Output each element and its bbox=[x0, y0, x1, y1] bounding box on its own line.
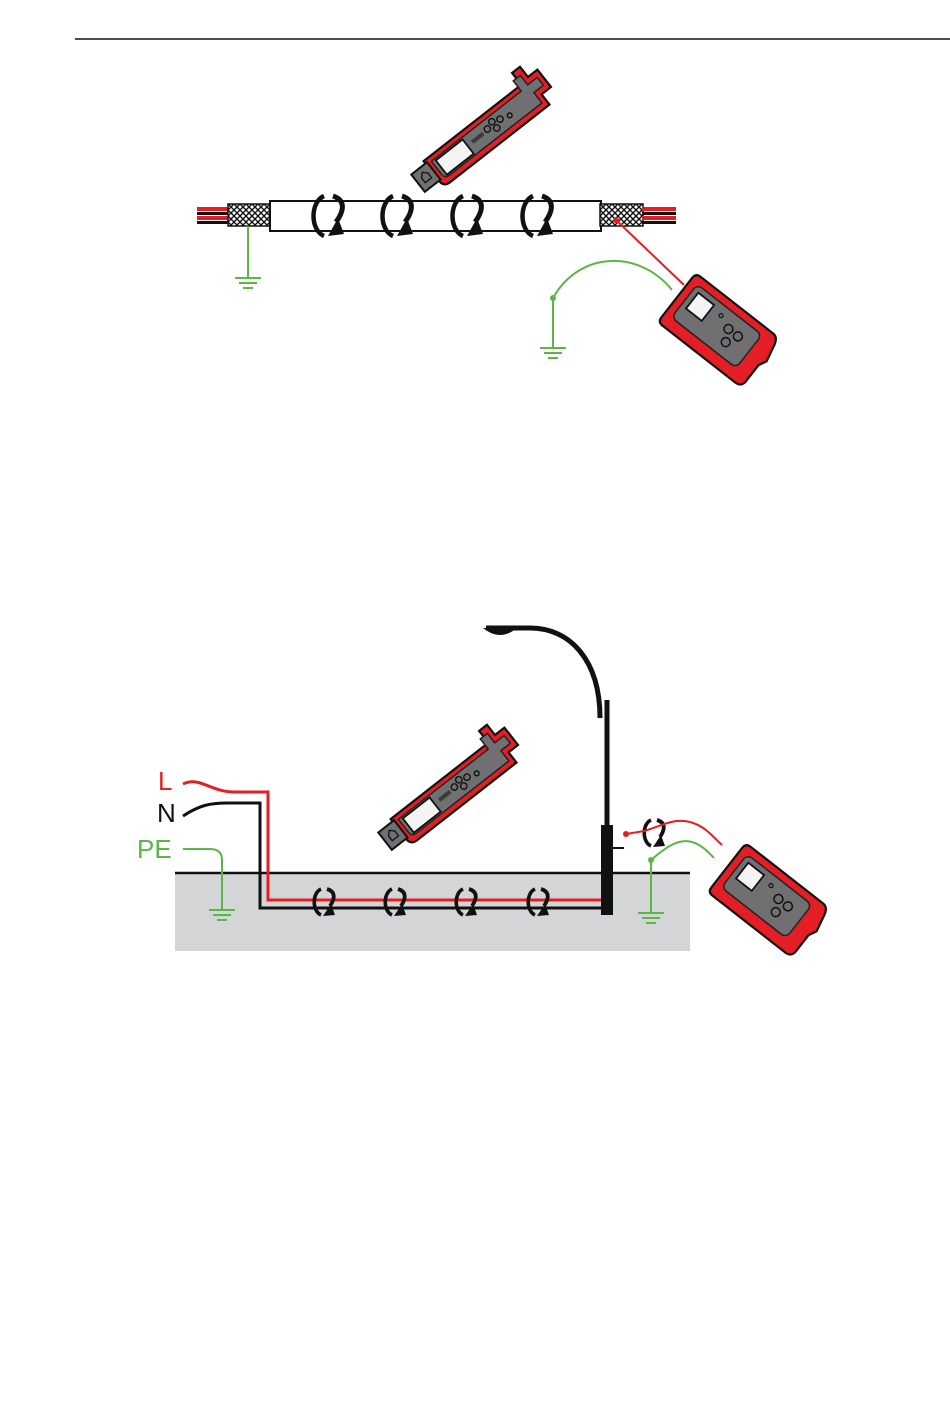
label-L: L bbox=[158, 766, 172, 796]
left-conductors bbox=[197, 207, 229, 224]
left-shield-braid bbox=[228, 204, 271, 226]
ground-symbol-icon bbox=[235, 278, 261, 288]
right-conductors bbox=[642, 207, 676, 224]
label-N: N bbox=[157, 798, 176, 828]
ground-symbol-icon bbox=[540, 348, 566, 358]
green-ground-lead bbox=[553, 261, 672, 298]
clamp-receiver-icon bbox=[367, 717, 526, 856]
red-lead-clip bbox=[623, 831, 629, 837]
red-lead-clip bbox=[613, 217, 619, 223]
label-PE: PE bbox=[137, 834, 172, 864]
transmitter-icon bbox=[708, 843, 833, 960]
diagram-2-street-light: L N PE bbox=[137, 628, 833, 960]
diagram-1-cable-tracing bbox=[197, 59, 783, 389]
transmitter-icon bbox=[658, 273, 783, 390]
clamp-receiver-icon bbox=[400, 59, 559, 198]
right-shield-braid bbox=[600, 204, 643, 226]
red-test-lead bbox=[616, 220, 684, 285]
red-test-lead bbox=[626, 821, 722, 845]
